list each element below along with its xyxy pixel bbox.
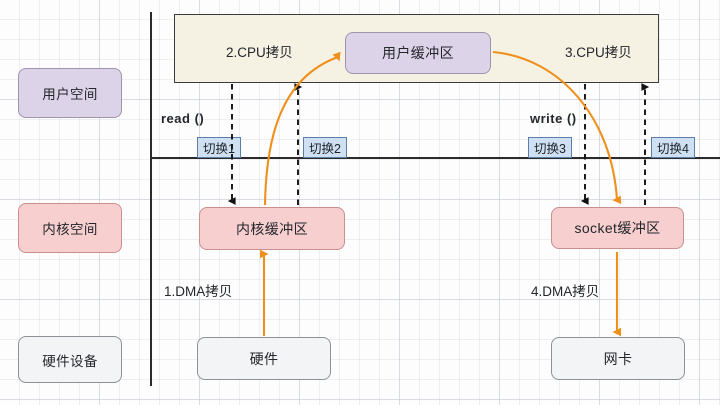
- node-socket-buffer-label: socket缓冲区: [574, 220, 661, 236]
- node-hardware-label: 硬件: [249, 350, 279, 367]
- badge-switch-1: 切换1: [197, 137, 241, 158]
- label-dma-copy-1: 1.DMA拷贝: [164, 284, 233, 299]
- badge-switch-3: 切换3: [528, 137, 572, 158]
- kernel-user-boundary-line: [150, 157, 720, 159]
- badge-switch-2: 切换2: [303, 137, 347, 158]
- legend-user-space: 用户空间: [18, 68, 122, 118]
- badge-switch-2-label: 切换2: [309, 142, 341, 156]
- node-hardware: 硬件: [197, 337, 331, 380]
- arrow-cpu-copy-2: [263, 51, 341, 206]
- label-dma-copy-4: 4.DMA拷贝: [531, 284, 600, 299]
- node-socket-buffer: socket缓冲区: [551, 207, 684, 249]
- badge-switch-1-label: 切换1: [203, 142, 235, 156]
- node-user-buffer-label: 用户缓冲区: [382, 45, 454, 61]
- label-cpu-copy-2: 2.CPU拷贝: [226, 45, 293, 60]
- arrow-cpu-copy-3: [492, 50, 622, 204]
- badge-switch-4: 切换4: [651, 137, 695, 158]
- node-kernel-buffer-label: 内核缓冲区: [236, 220, 308, 237]
- legend-kernel-space-label: 内核空间: [42, 222, 98, 237]
- label-cpu-copy-3: 3.CPU拷贝: [565, 45, 632, 60]
- legend-kernel-space: 内核空间: [18, 203, 122, 253]
- label-read-syscall: read (): [161, 111, 205, 126]
- node-user-buffer: 用户缓冲区: [345, 32, 491, 74]
- legend-hardware-device-label: 硬件设备: [42, 353, 98, 369]
- badge-switch-4-label: 切换4: [657, 142, 689, 156]
- node-nic: 网卡: [551, 337, 685, 380]
- legend-user-space-label: 用户空间: [42, 87, 98, 102]
- node-nic-label: 网卡: [603, 350, 633, 367]
- vertical-divider: [150, 12, 152, 386]
- label-write-syscall: write (): [530, 111, 577, 126]
- node-kernel-buffer: 内核缓冲区: [199, 207, 345, 250]
- legend-hardware-device: 硬件设备: [18, 336, 122, 383]
- badge-switch-3-label: 切换3: [534, 142, 566, 156]
